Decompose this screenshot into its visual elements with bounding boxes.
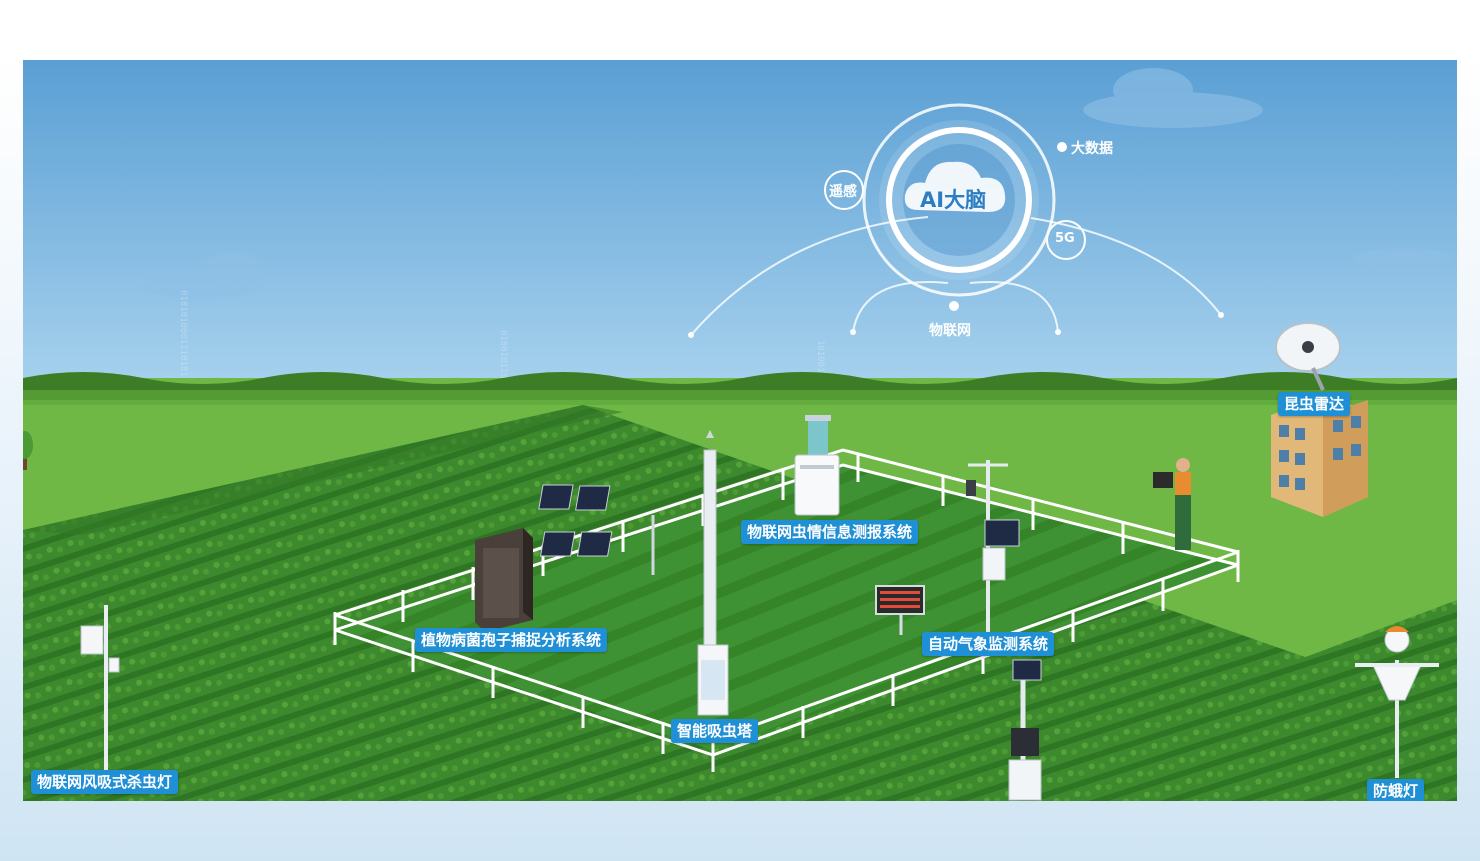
tree xyxy=(23,431,33,470)
insect-radar-building xyxy=(1271,322,1368,517)
ai-hub-graphic xyxy=(688,103,1224,338)
farm-scene: 0101010001110101 0100101101001010 101001… xyxy=(23,60,1457,801)
pest-monitor-device xyxy=(794,415,840,516)
insect-radar-label: 昆虫雷达 xyxy=(1278,392,1351,416)
suction-tower-label: 智能吸虫塔 xyxy=(671,719,759,743)
ai-brain-label: AI大脑 xyxy=(920,188,987,212)
front-monitor-pole xyxy=(1008,659,1042,801)
weather-station xyxy=(966,460,1020,650)
solar-array xyxy=(538,484,655,575)
pest-monitor-label: 物联网虫情信息测报系统 xyxy=(741,520,919,544)
iot-label: 物联网 xyxy=(929,323,971,339)
fence-posts xyxy=(333,453,1240,772)
spore-trap-device xyxy=(475,528,533,632)
fan-insect-lamp-label: 物联网风吸式杀虫灯 xyxy=(31,770,179,794)
five-g-label: 5G xyxy=(1055,231,1075,246)
spore-trap-label: 植物病菌孢子捕捉分析系统 xyxy=(415,628,608,652)
weather-station-label: 自动气象监测系统 xyxy=(922,632,1055,656)
suction-tower xyxy=(697,430,729,716)
svg-text:0101010001110101: 0101010001110101 xyxy=(178,290,188,377)
crop-field-right xyxy=(923,600,1457,801)
fan-insect-lamp xyxy=(80,605,120,775)
svg-text:0100101101001010: 0100101101001010 xyxy=(498,330,508,417)
led-display-board xyxy=(875,585,925,635)
scene-illustration: 0101010001110101 0100101101001010 101001… xyxy=(23,60,1457,801)
remote-sensing-label: 遥感 xyxy=(829,184,857,200)
moth-lamp-scarecrow xyxy=(1355,626,1439,778)
big-data-label: 大数据 xyxy=(1071,141,1113,157)
farmer-figure xyxy=(1153,458,1191,550)
cloud xyxy=(143,68,1453,299)
moth-lamp-label: 防蛾灯 xyxy=(1367,779,1425,801)
